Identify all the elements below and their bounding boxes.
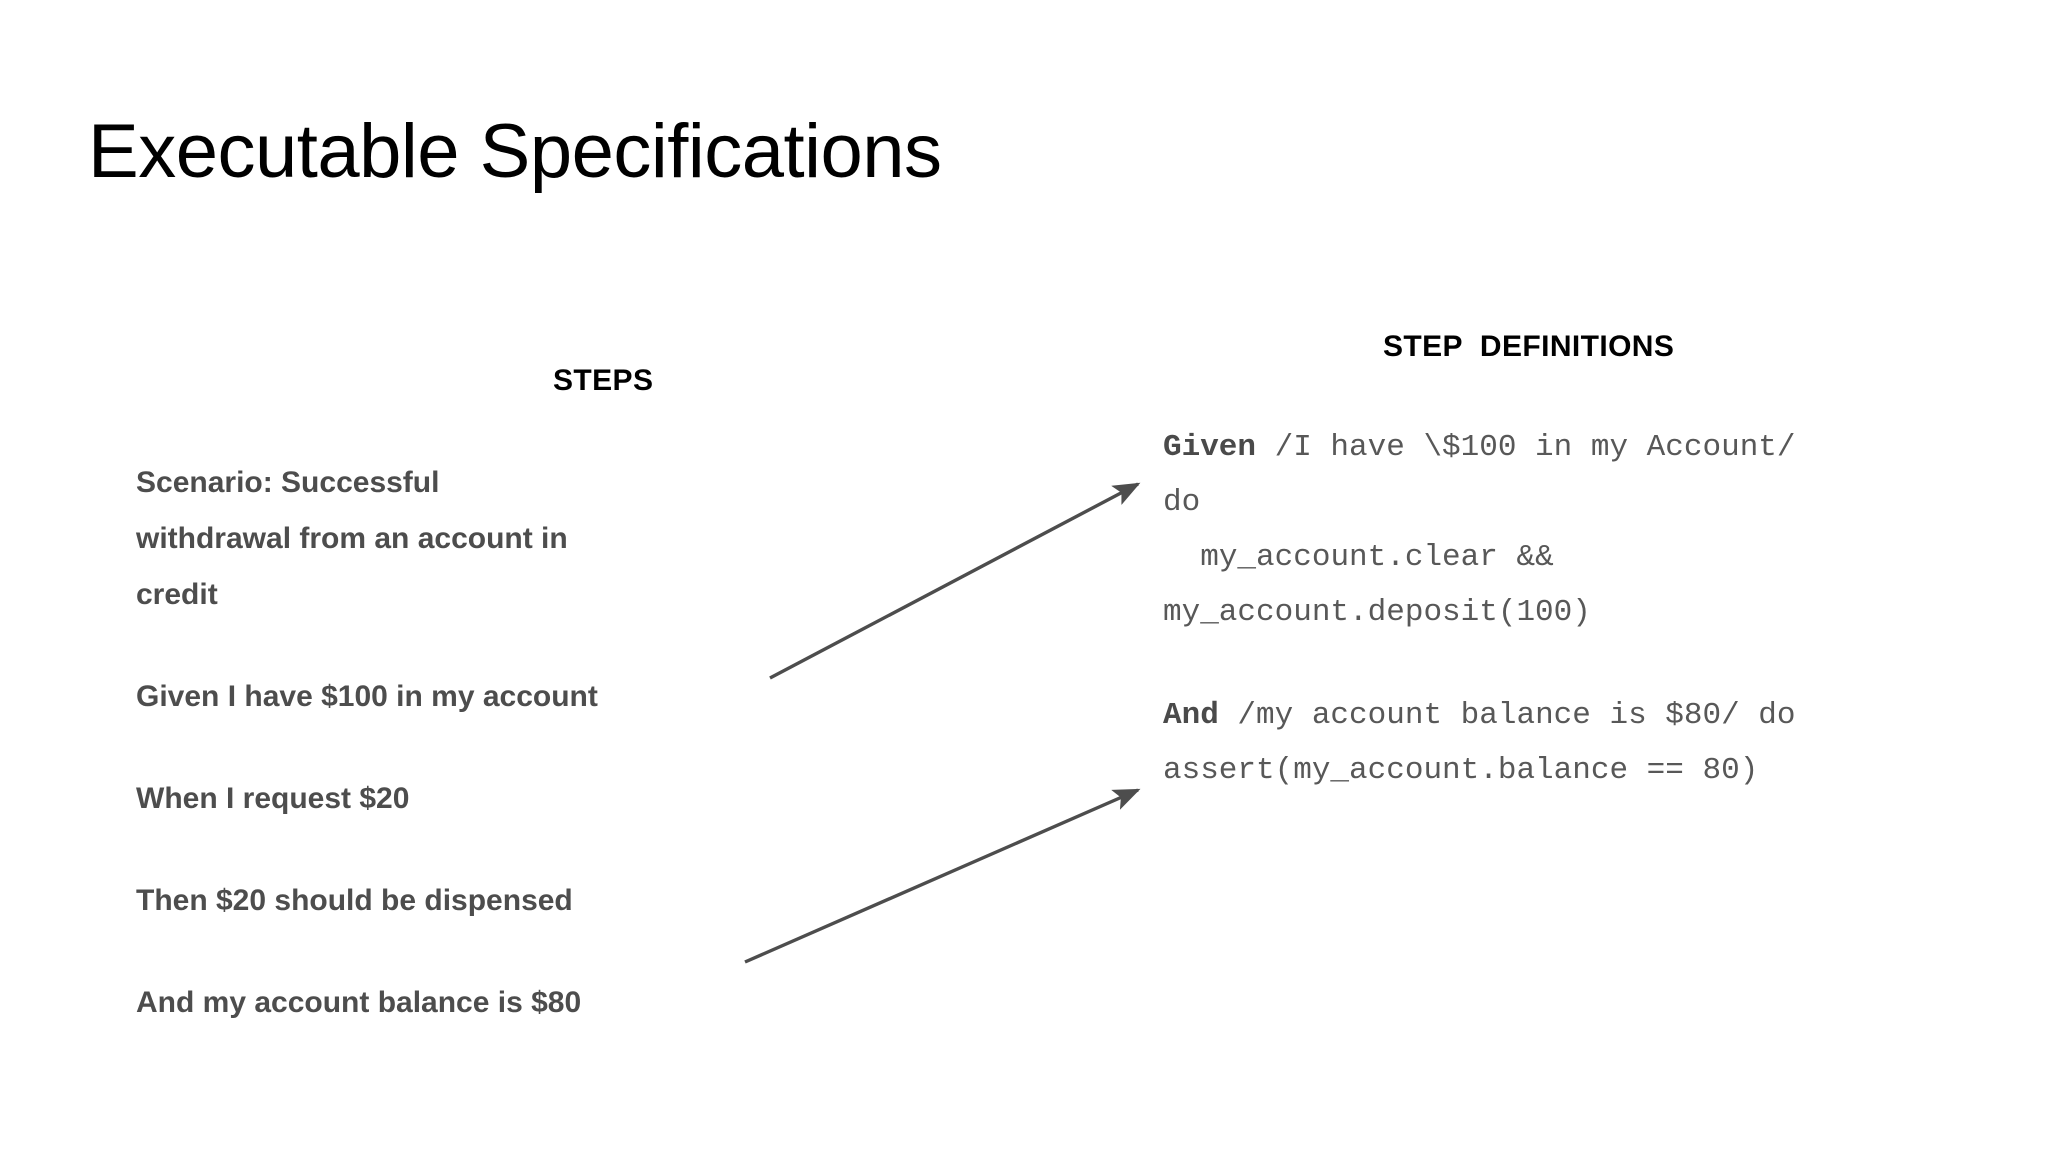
steps-column-heading: STEPS — [553, 364, 654, 397]
step-definition-given: Given /I have \$100 in my Account/ do my… — [1163, 420, 1803, 640]
page-title: Executable Specifications — [88, 109, 942, 194]
arrow-and-to-and-definition — [744, 788, 1141, 964]
code-body-and: assert(my_account.balance == 80) — [1163, 753, 1759, 788]
step-block-and: And my account balance is $80 — [136, 975, 756, 1031]
step-line: credit — [136, 578, 218, 611]
step-line: When I request $20 — [136, 782, 410, 815]
step-definition-and: And /my account balance is $80/ do assert… — [1163, 688, 1803, 798]
step-block-when: When I request $20 — [136, 771, 756, 827]
step-definitions-column-heading: STEP DEFINITIONS — [1383, 330, 1675, 363]
step-line: And my account balance is $80 — [136, 986, 582, 1019]
step-line: withdrawal from an account in — [136, 522, 568, 555]
code-signature-and: /my account balance is $80/ do — [1218, 698, 1796, 733]
code-keyword-given: Given — [1163, 430, 1257, 465]
step-line: Given I have $100 in my account — [136, 680, 598, 713]
code-body-given: my_account.clear && my_account.deposit(1… — [1163, 540, 1591, 630]
step-line: Then $20 should be dispensed — [136, 884, 573, 917]
arrow-given-to-given-definition — [769, 482, 1141, 680]
step-definitions-column: Given /I have \$100 in my Account/ do my… — [1163, 420, 1803, 798]
step-block-then: Then $20 should be dispensed — [136, 873, 756, 929]
step-block-given: Given I have $100 in my account — [136, 669, 756, 725]
step-block-scenario: Scenario: Successful withdrawal from an … — [136, 455, 756, 623]
code-keyword-and: And — [1163, 698, 1219, 733]
steps-column: Scenario: Successful withdrawal from an … — [136, 455, 756, 1031]
code-signature-given: /I have \$100 in my Account/ do — [1163, 430, 1815, 520]
step-line: Scenario: Successful — [136, 466, 440, 499]
